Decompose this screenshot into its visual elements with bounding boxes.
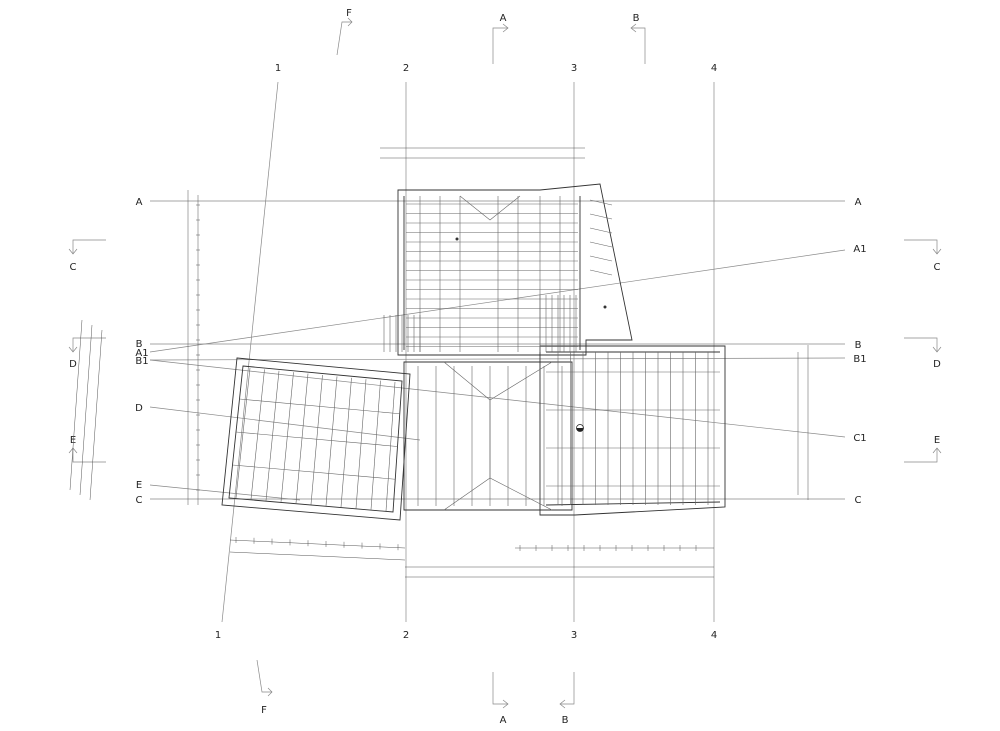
north-east-slope-rib [589,269,613,276]
section-label-D-right: D [933,359,941,370]
row-label-B1-right: B1 [853,354,866,365]
diag-dim-2 [79,324,93,496]
section-arrow-C-right [904,239,942,255]
row-label-D-left: D [135,403,143,414]
col-label-1-top: 1 [275,63,281,74]
section-label-E-left: E [70,435,76,446]
section-arrow-B-top [630,23,646,64]
row-label-E-left: E [136,480,142,491]
section-arrow-F-top [336,17,353,56]
section-arrow-B-bottom [559,672,575,709]
north-east-slope-rib [589,255,613,262]
row-label-C1-right: C1 [853,433,866,444]
col-label-3-top: 3 [571,63,577,74]
axis-line-E [149,484,301,501]
diag-dim-1 [69,319,83,491]
west-wing-rafter [325,376,338,506]
section-label-D-left: D [69,359,77,370]
grid-labels: 1 2 3 4 1 2 3 4 A A A1 A1 B B B1 B1 C C … [135,63,867,641]
col-label-3-bottom: 3 [571,630,577,641]
north-east-slope-rib [589,199,613,206]
west-wing-rafter [280,372,294,502]
west-wing-rafter [250,369,265,500]
row-label-A-left: A [136,197,143,208]
bottom-dim-left [229,539,406,549]
section-label-C-right: C [934,262,941,273]
west-wing-rafter [265,370,280,501]
section-label-F-top: F [346,8,352,19]
col-label-4-top: 4 [711,63,717,74]
section-label-F-bottom: F [261,705,267,716]
row-label-A-right: A [855,197,862,208]
row-label-A1-left: A1 [135,348,148,359]
roof-framing-members [69,147,809,578]
section-arrow-A-bottom [492,672,509,709]
north-east-slope-rib [589,227,613,234]
north-wing-valley [459,195,521,221]
west-wing-rafter [295,373,309,504]
section-arrow-D-right [904,337,942,353]
bottom-dim-left-2 [229,551,406,561]
section-label-A-bottom: A [500,715,507,726]
axis-line-1 [221,81,279,623]
west-wing-purlin [239,398,400,415]
section-label-A-top: A [500,13,507,24]
section-label-E-right: E [934,435,940,446]
diag-dim-3 [89,329,103,501]
skylight-symbol-1 [455,237,459,241]
section-arrow-F-bottom [256,659,273,697]
axis-line-A1 [149,249,846,353]
north-wing-outline [397,183,633,356]
symbols [455,237,607,432]
row-label-A1-right: A1 [853,244,866,255]
section-label-C-left: C [70,262,77,273]
central-hall-outline [403,361,573,511]
west-wing-inner [228,365,403,513]
col-label-1-bottom: 1 [215,630,221,641]
col-label-4-bottom: 4 [711,630,717,641]
west-wing-outline [221,357,411,521]
north-east-slope-rib [589,241,613,248]
west-wing-rafter [385,381,396,512]
west-wing-rafter [370,380,381,510]
row-label-B1-left: B1 [135,356,148,367]
row-label-C-right: C [855,495,862,506]
section-arrow-E-left [68,447,106,463]
west-wing-rafter [340,377,352,508]
west-wing-rafter [355,379,367,509]
west-wing-purlin [235,431,398,447]
row-label-B-right: B [855,340,862,351]
section-label-B-bottom: B [562,715,569,726]
section-markers: A B F A B F C C D D E E [68,8,942,726]
east-wing-outline [539,345,726,516]
section-label-B-top: B [633,13,640,24]
row-label-B-left: B [136,339,143,350]
chimney-symbol-fill [576,428,584,432]
north-east-slope-rib [589,213,613,220]
grid-axes [149,81,846,623]
skylight-symbol-2 [603,305,607,309]
axis-line-D [149,406,421,441]
axis-line-B1 [149,357,846,361]
row-label-C-left: C [136,495,143,506]
west-wing-rafter [310,374,323,505]
roof-outlines [221,183,726,521]
axis-line-C1 [149,359,846,438]
col-label-2-top: 2 [403,63,409,74]
section-arrow-A-top [492,23,509,64]
col-label-2-bottom: 2 [403,630,409,641]
section-arrow-E-right [904,447,942,463]
west-wing-rafter [235,367,251,499]
central-hall-hip-s [443,477,553,511]
section-arrow-D-left [68,337,106,353]
west-wing-purlin [232,464,396,480]
section-arrow-C-left [68,239,106,255]
